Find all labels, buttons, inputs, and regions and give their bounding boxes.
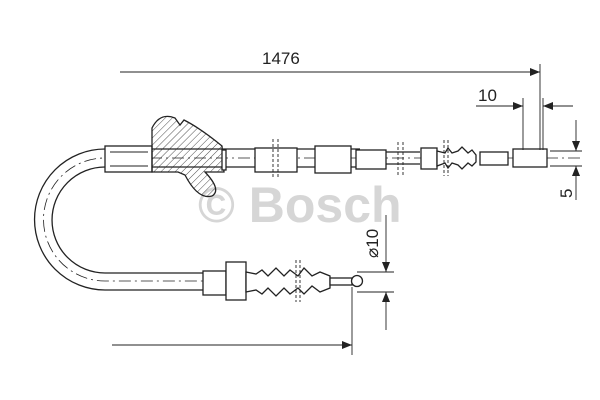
dimension-label-10: 10 — [478, 86, 497, 105]
bosch-watermark: © Bosch — [198, 177, 402, 233]
upper-fittings — [104, 115, 548, 198]
cable-hose — [33, 148, 580, 291]
dimension-label-diameter: ⌀10 — [363, 229, 382, 258]
lower-fittings — [202, 260, 364, 302]
dimension-bottom-reference — [112, 287, 353, 355]
dimension-end-height: 5 — [550, 120, 582, 200]
dimension-label-1476: 1476 — [262, 49, 300, 68]
grommet — [151, 115, 225, 198]
dimension-diameter: ⌀10 — [357, 215, 394, 330]
dimension-overall-length: 1476 — [120, 49, 541, 150]
dimension-end-length: 10 — [476, 86, 573, 150]
dimension-label-5: 5 — [557, 189, 576, 198]
